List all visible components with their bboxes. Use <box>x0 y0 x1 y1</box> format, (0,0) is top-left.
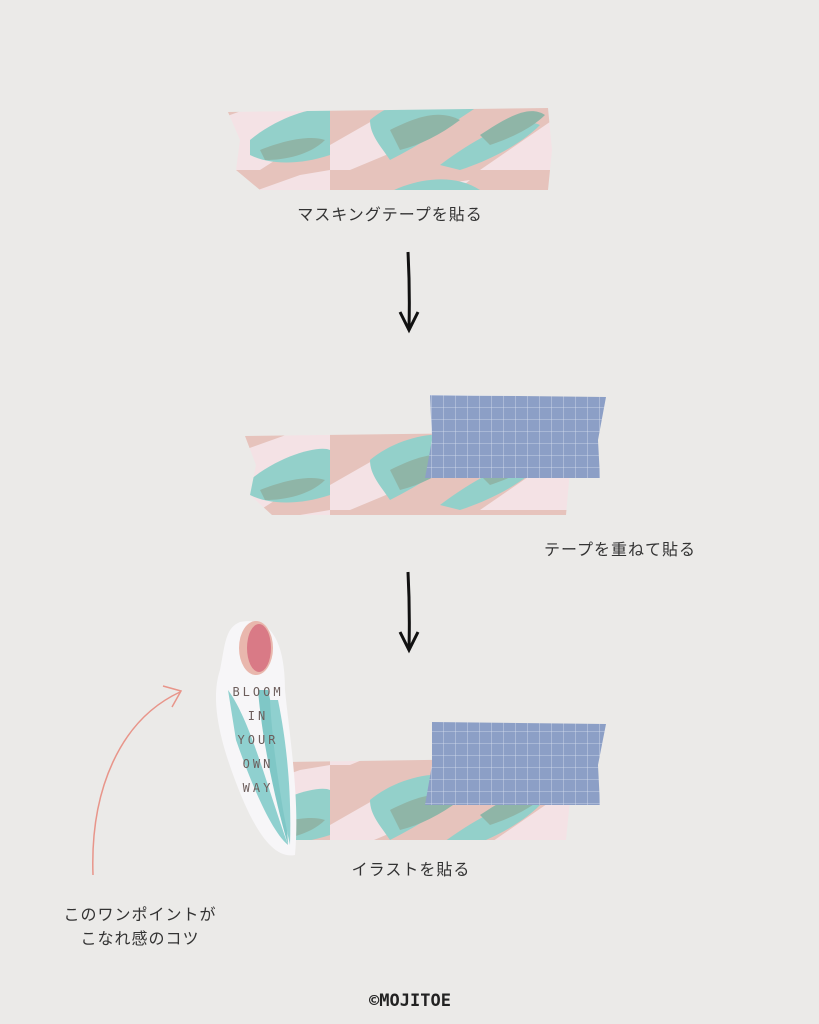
down-arrow-icon <box>398 251 420 334</box>
curved-arrow-icon <box>92 685 183 876</box>
step-1-label: マスキングテープを貼る <box>297 205 483 224</box>
masking-tape-1 <box>228 108 552 190</box>
step-2-label: テープを重ねて貼る <box>544 540 696 559</box>
note-line-2: こなれ感のコツ <box>80 929 199 948</box>
note-line-1: このワンポイントが <box>63 905 216 924</box>
sticker-line-3: YOUR <box>238 733 279 747</box>
copyright-signature: ©MOJITOE <box>369 991 451 1011</box>
down-arrow-icon <box>398 571 420 654</box>
sticker-line-2: IN <box>248 709 268 723</box>
step-3-label: イラストを貼る <box>352 860 471 879</box>
sticker-line-5: WAY <box>243 781 274 795</box>
grid-tape-3 <box>425 722 606 805</box>
grid-tape-2 <box>425 395 606 478</box>
tulip-sticker: BLOOM IN YOUR OWN WAY <box>215 621 297 856</box>
sticker-line-1: BLOOM <box>232 685 283 699</box>
sticker-line-4: OWN <box>243 757 274 771</box>
